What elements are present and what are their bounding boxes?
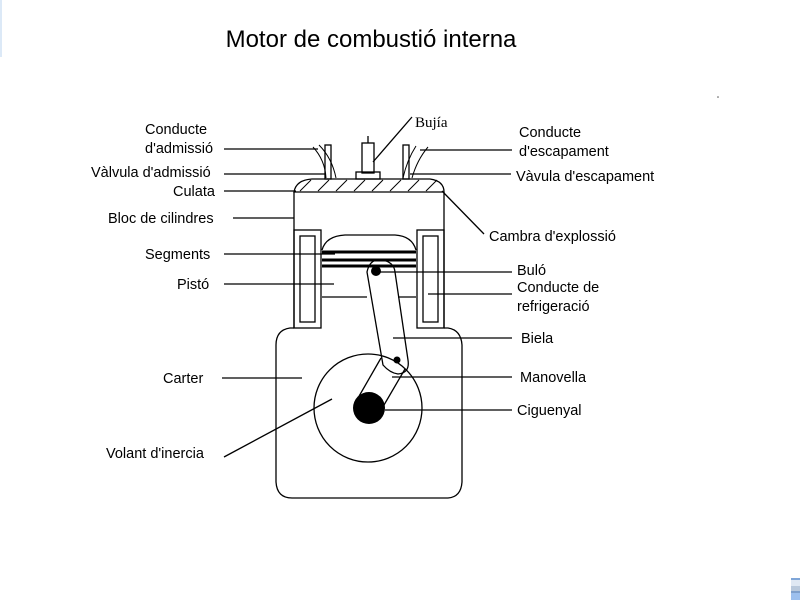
label-ciguenyal: Ciguenyal	[517, 403, 582, 419]
scroll-corner-widget	[791, 578, 800, 600]
label-volant-inercia: Volant d'inercia	[106, 446, 205, 462]
label-conducte-escapament-1: Conducte	[519, 125, 581, 141]
label-conducte-refrigeracio-2: refrigeració	[517, 299, 590, 315]
label-pisto: Pistó	[177, 277, 209, 293]
piston	[321, 234, 417, 298]
label-cambra-explossio: Cambra d'explossió	[489, 229, 616, 245]
label-conducte-refrigeracio-1: Conducte de	[517, 280, 599, 296]
label-conducte-escapament-2: d'escapament	[519, 144, 609, 160]
label-conducte-admissio-2: d'admissió	[145, 141, 213, 157]
label-conducte-admissio-1: Conducte	[145, 122, 207, 138]
connecting-rod	[366, 259, 409, 375]
crankshaft	[353, 392, 385, 424]
label-culata: Culata	[173, 184, 216, 200]
label-bloc-cilindres: Bloc de cilindres	[108, 211, 214, 227]
leader-lines	[222, 116, 512, 458]
label-segments: Segments	[145, 247, 210, 263]
spark-plug	[355, 136, 381, 180]
label-carter: Carter	[163, 371, 203, 387]
label-valvula-escapament: Vàvula d'escapament	[516, 169, 654, 185]
label-bulo: Buló	[517, 263, 546, 279]
label-manovella: Manovella	[520, 370, 587, 386]
cooling-jacket-right	[416, 229, 445, 329]
stray-dot	[717, 96, 719, 98]
label-valvula-admissio: Vàlvula d'admissió	[91, 165, 211, 181]
piston-pin	[371, 266, 381, 276]
label-bujia: Bujía	[415, 115, 448, 131]
exhaust-valve	[402, 144, 429, 180]
crank-arm	[357, 357, 406, 406]
window-edge	[0, 0, 2, 57]
crankcase	[275, 327, 463, 499]
cooling-jacket-left	[293, 229, 322, 329]
cylinder-head	[293, 178, 445, 193]
page-title: Motor de combustió interna	[225, 26, 517, 53]
label-biela: Biela	[521, 331, 554, 347]
